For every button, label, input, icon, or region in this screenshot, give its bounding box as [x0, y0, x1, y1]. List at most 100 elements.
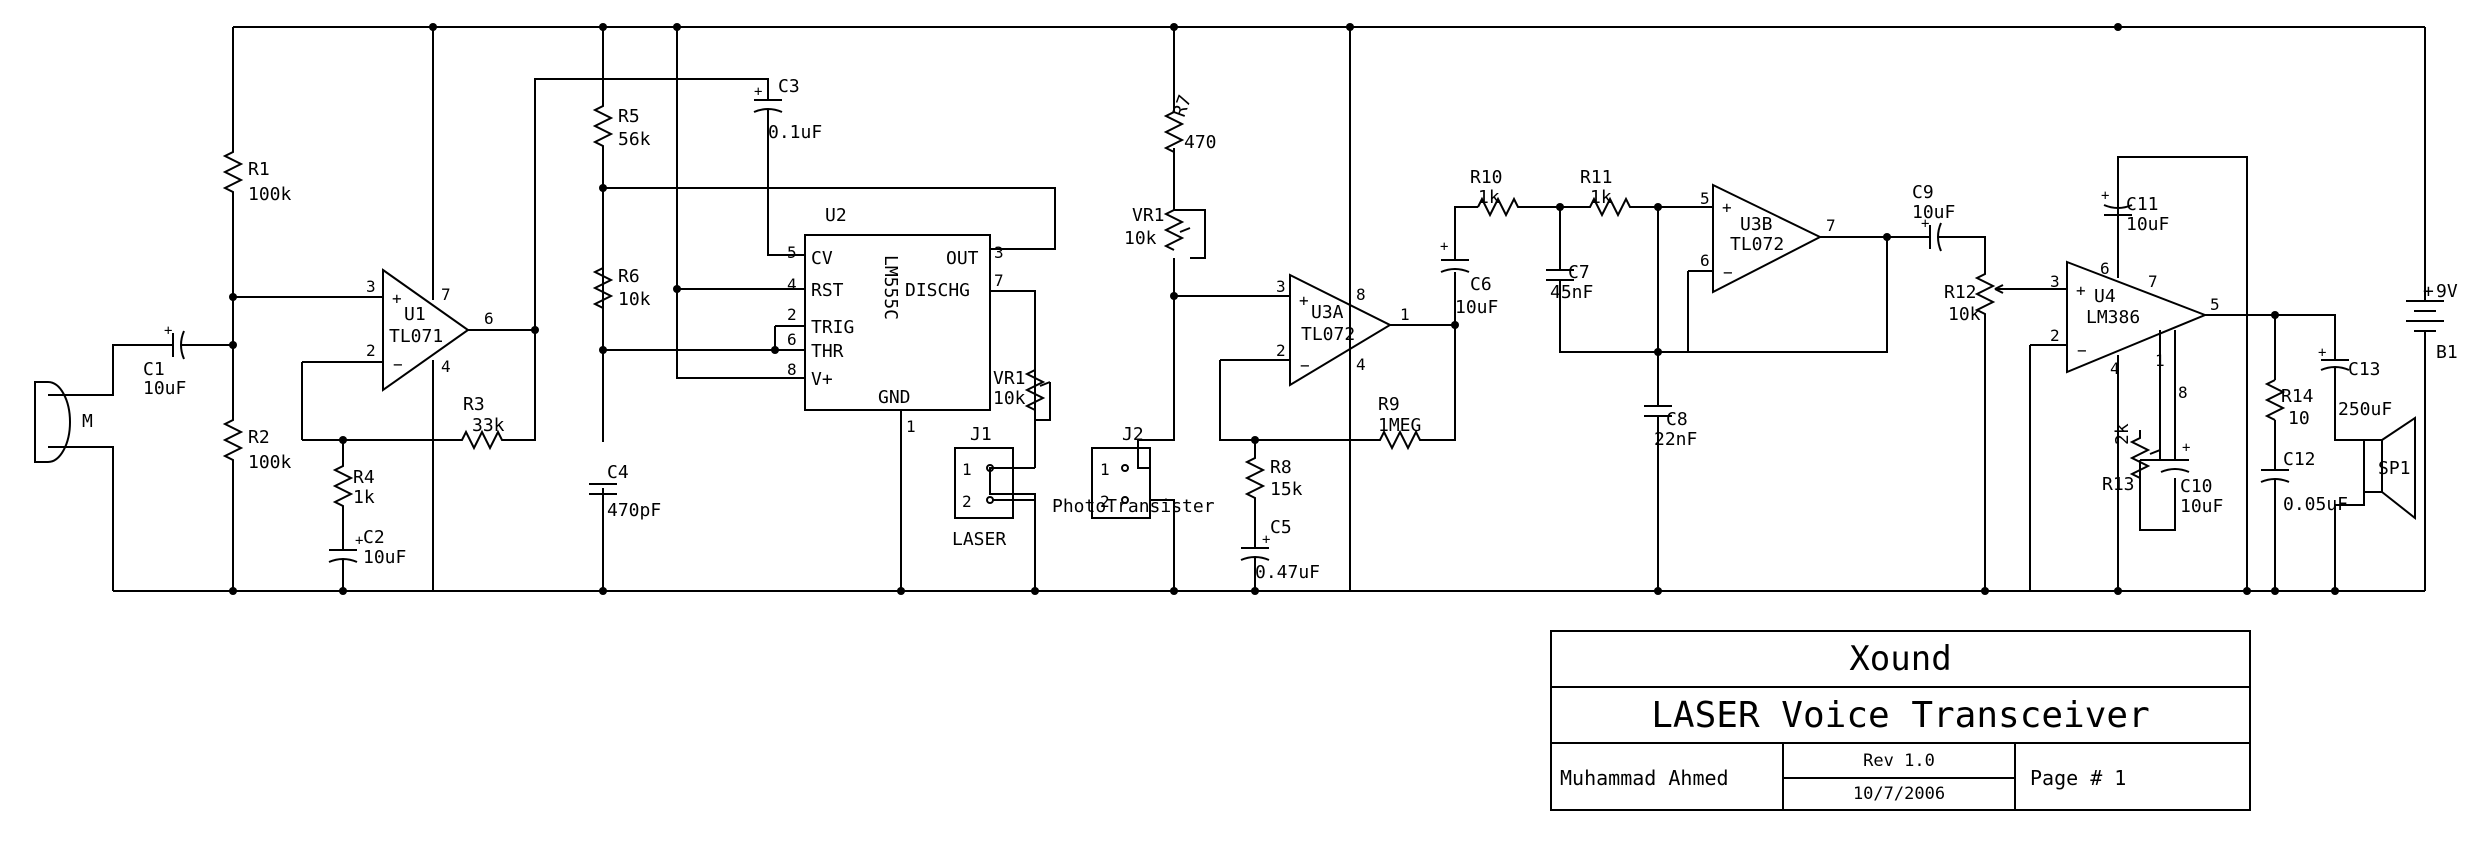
r10-value: 1k [1478, 187, 1500, 208]
resistor-r14: R14 10 [2264, 379, 2314, 429]
r2-ref: R2 [248, 427, 270, 448]
c12-value: 0.05uF [2283, 494, 2348, 515]
j2-ref: J2 [1122, 424, 1144, 445]
svg-text:1: 1 [2155, 351, 2165, 370]
svg-text:2: 2 [962, 492, 972, 511]
capacitor-c3: + C3 0.1uF [753, 76, 822, 143]
svg-text:2: 2 [366, 341, 376, 360]
r8-ref: R8 [1270, 457, 1292, 478]
capacitor-c6: + C6 10uF [1440, 206, 1498, 325]
c13-value: 250uF [2338, 399, 2392, 420]
c4-value: 470pF [607, 500, 661, 521]
resistor-r7: R7 470 [1163, 92, 1217, 153]
u1-part: TL071 [389, 326, 443, 347]
resistor-r9: R9 1MEG [1350, 325, 1456, 451]
opamp-u3b: + − U3B TL072 5 6 7 [1687, 183, 1920, 352]
r1-value: 100k [248, 184, 292, 205]
vr1a-ref: VR1 [993, 368, 1026, 389]
r10-ref: R10 [1470, 167, 1503, 188]
j2-name: PhotoTransister [1052, 496, 1215, 517]
capacitor-c13: + C13 250uF [2318, 345, 2392, 425]
svg-text:7: 7 [994, 271, 1004, 290]
svg-text:5: 5 [2210, 295, 2220, 314]
potentiometer-r12: R12 10k [1944, 270, 2067, 591]
svg-text:+: + [1262, 532, 1270, 548]
u4-part: LM386 [2086, 307, 2140, 328]
svg-text:+: + [2076, 281, 2086, 300]
r3-value: 33k [472, 415, 505, 436]
c12-ref: C12 [2283, 449, 2316, 470]
wires-555 [534, 27, 1056, 591]
microphone-m: M [34, 344, 163, 591]
title-block-footer: Muhammad Ahmed Rev 1.0 10/7/2006 Page # … [1552, 744, 2249, 811]
c2-value: 10uF [363, 547, 406, 568]
u2-gnd: GND [878, 387, 911, 408]
c7-value: 45nF [1550, 282, 1593, 303]
u2-part: LM555C [880, 255, 901, 320]
svg-text:3: 3 [1276, 277, 1286, 296]
svg-text:3: 3 [994, 243, 1004, 262]
svg-text:+: + [2423, 281, 2434, 302]
r14-value: 10 [2288, 408, 2310, 429]
resistor-r5: R5 56k [592, 100, 651, 150]
amplifier-u4: + − U4 LM386 3 2 6 7 4 1 8 5 [2029, 156, 2275, 591]
svg-text:1: 1 [1100, 460, 1110, 479]
svg-text:1: 1 [962, 460, 972, 479]
resistor-r2: R2 100k [222, 297, 292, 591]
revision: Rev 1.0 [1784, 744, 2014, 779]
c6-value: 10uF [1455, 297, 1498, 318]
r14-ref: R14 [2281, 386, 2314, 407]
r4-value: 1k [353, 487, 375, 508]
svg-text:8: 8 [2178, 383, 2188, 402]
capacitor-c9: + C9 10uF [1912, 182, 1986, 270]
c8-ref: C8 [1666, 409, 1688, 430]
capacitor-c2: + C2 10uF [328, 527, 406, 591]
c5-value: 0.47uF [1255, 562, 1320, 583]
revision-date-cell: Rev 1.0 10/7/2006 [1784, 744, 2016, 811]
company-name: Xound [1552, 632, 2249, 688]
r13-ref: R13 [2102, 474, 2135, 495]
c11-ref: C11 [2126, 194, 2159, 215]
capacitor-c5: + C5 0.47uF [1240, 517, 1320, 591]
svg-text:1: 1 [906, 417, 916, 436]
svg-text:6: 6 [484, 309, 494, 328]
r4-ref: R4 [353, 467, 375, 488]
junction-dots [229, 23, 2339, 595]
c1-ref: C1 [143, 359, 165, 380]
svg-text:+: + [754, 84, 762, 100]
c3-ref: C3 [778, 76, 800, 97]
drawing-date: 10/7/2006 [1852, 783, 1946, 804]
rails [113, 26, 2426, 592]
r11-value: 1k [1590, 187, 1612, 208]
author-name: Muhammad Ahmed [1552, 744, 1784, 811]
svg-text:+: + [2182, 440, 2190, 456]
vr1b-ref: VR1 [1132, 205, 1165, 226]
svg-text:+: + [1299, 291, 1309, 310]
svg-text:8: 8 [787, 360, 797, 379]
c8-value: 22nF [1654, 429, 1697, 450]
r7-value: 470 [1184, 132, 1217, 153]
svg-text:7: 7 [2148, 272, 2158, 291]
c10-ref: C10 [2180, 476, 2213, 497]
speaker-sp1: SP1 [2363, 416, 2416, 521]
svg-text:4: 4 [441, 357, 451, 376]
mic-label: M [82, 411, 93, 432]
capacitor-c12: C12 0.05uF [2260, 449, 2348, 515]
svg-text:7: 7 [1826, 216, 1836, 235]
r6-ref: R6 [618, 266, 640, 287]
r2-value: 100k [248, 452, 292, 473]
svg-text:2: 2 [2050, 326, 2060, 345]
u2-dischg: DISCHG [905, 280, 970, 301]
u2-thr: THR [811, 341, 844, 362]
r5-ref: R5 [618, 106, 640, 127]
r9-ref: R9 [1378, 394, 1400, 415]
timer-u2: U2 CV RST TRIG THR V+ OUT DISCHG GND LM5… [787, 205, 1004, 591]
j1-name: LASER [952, 529, 1006, 550]
c13-ref: C13 [2348, 359, 2381, 380]
u2-trig: TRIG [811, 317, 854, 338]
resistor-r3: R3 33k [302, 330, 536, 451]
svg-text:+: + [164, 323, 172, 339]
r8-value: 15k [1270, 479, 1303, 500]
svg-text:+: + [392, 289, 402, 308]
